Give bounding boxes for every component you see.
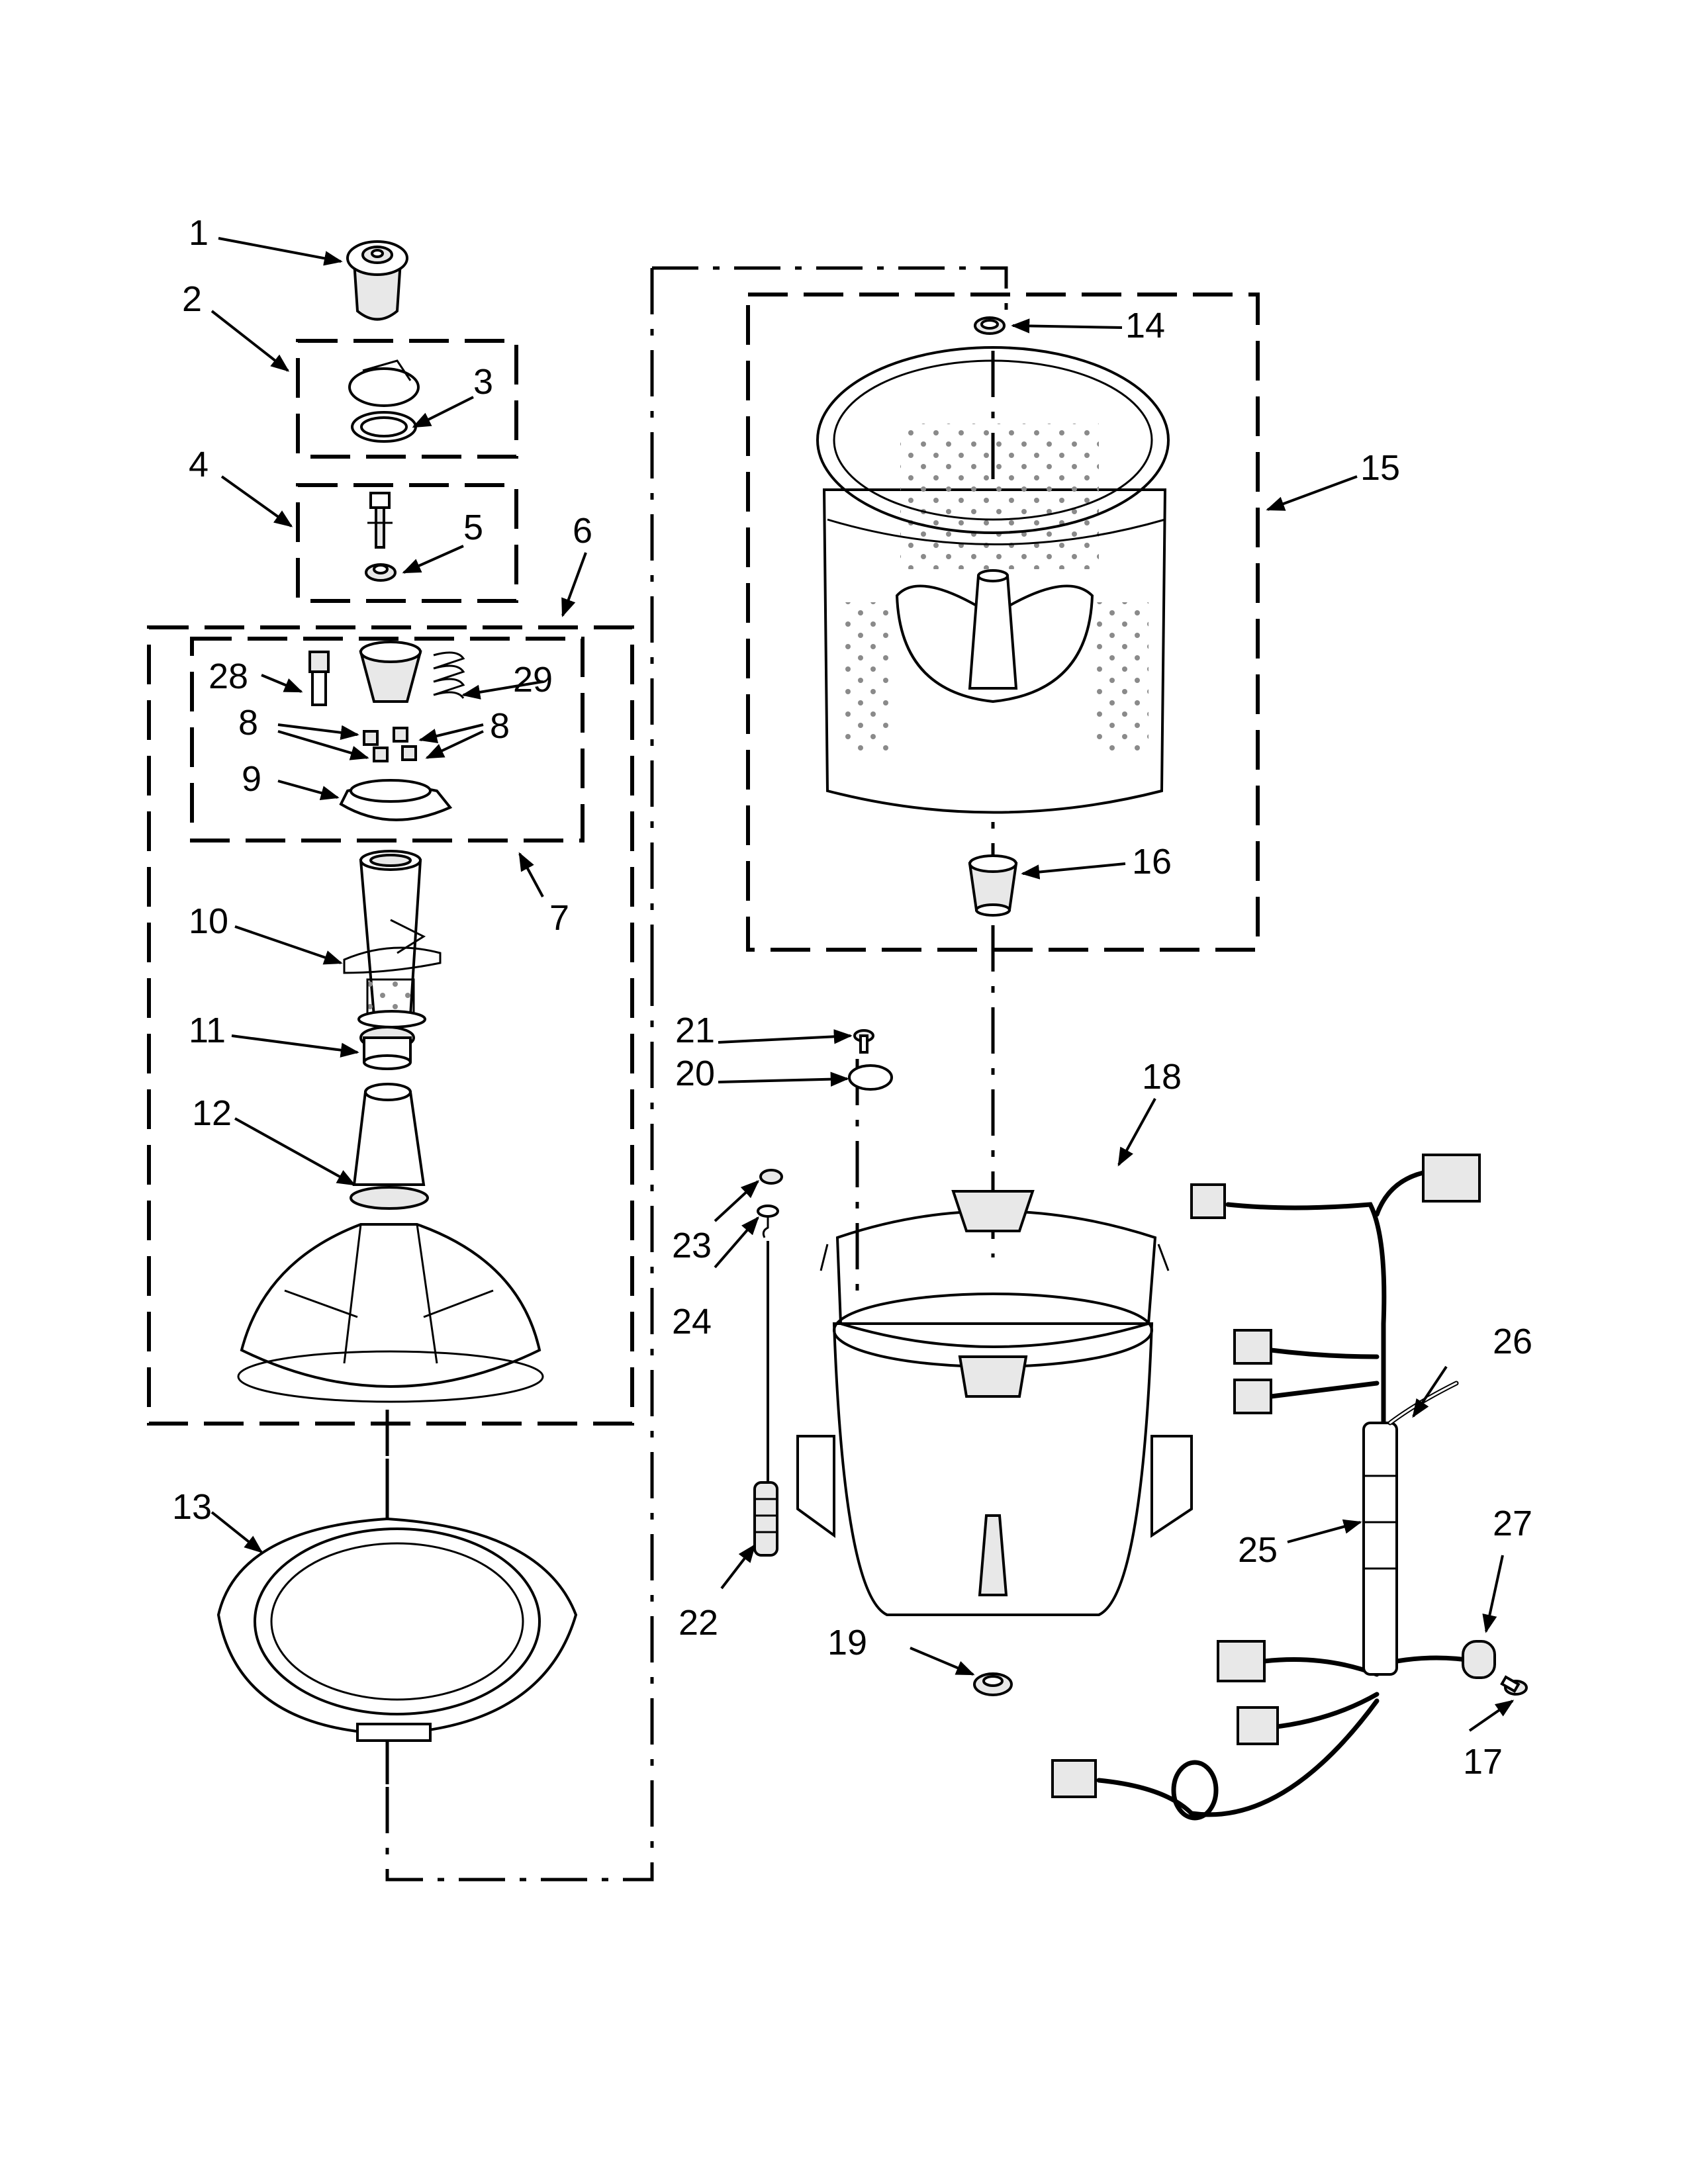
- group-boxes: [147, 293, 1260, 1426]
- callout-2: 2: [182, 279, 202, 319]
- part-24-hook[interactable]: [757, 1205, 779, 1238]
- callout-11: 11: [189, 1011, 226, 1050]
- part-4-bolt[interactable]: [367, 492, 393, 549]
- part-12-agitator-base[interactable]: [237, 1083, 544, 1403]
- callout-labels: 1 2 3 4 5 6 7 8 8 9 10 11 12 13 14 15 16…: [172, 213, 1532, 1782]
- callout-5: 5: [463, 508, 483, 547]
- part-17-screw[interactable]: [1500, 1675, 1528, 1696]
- part-25-wire-harness[interactable]: [1051, 1154, 1481, 1821]
- callout-26: 26: [1493, 1322, 1532, 1361]
- callout-4: 4: [189, 445, 209, 484]
- callout-7: 7: [549, 898, 569, 938]
- part-23-cap[interactable]: [759, 1169, 783, 1185]
- callout-13: 13: [172, 1487, 212, 1527]
- part-27-clamp[interactable]: [1462, 1640, 1496, 1679]
- part-14-nut[interactable]: [974, 316, 1006, 335]
- group-box-4: [296, 483, 518, 603]
- callout-9: 9: [242, 759, 261, 799]
- callout-14: 14: [1125, 306, 1165, 345]
- callout-15: 15: [1360, 448, 1400, 488]
- callout-21: 21: [675, 1011, 715, 1050]
- callout-29: 29: [513, 660, 553, 700]
- part-19-seal[interactable]: [973, 1672, 1013, 1696]
- callout-16: 16: [1132, 842, 1172, 882]
- part-15-basket[interactable]: [816, 346, 1170, 814]
- callout-3: 3: [473, 362, 493, 402]
- part-3-ring[interactable]: [351, 411, 417, 443]
- leader-arrows: [211, 237, 1515, 1732]
- callout-19: 19: [827, 1623, 867, 1662]
- callout-8-left: 8: [238, 703, 258, 743]
- group-box-7: [190, 637, 585, 842]
- group-box-15: [746, 293, 1260, 952]
- callout-1: 1: [189, 213, 209, 253]
- callout-23: 23: [672, 1226, 712, 1265]
- part-22-suspension-rod[interactable]: [753, 1241, 778, 1557]
- part-28-dog[interactable]: [308, 651, 330, 706]
- part-13-tub-ring[interactable]: [216, 1517, 578, 1742]
- callout-25: 25: [1238, 1530, 1278, 1570]
- callout-18: 18: [1142, 1057, 1182, 1097]
- part-9-retainer[interactable]: [339, 779, 453, 821]
- part-16-drive-hub[interactable]: [968, 854, 1018, 917]
- part-agitator-cap-center[interactable]: [359, 641, 422, 703]
- part-20-clip[interactable]: [848, 1064, 893, 1091]
- callout-6: 6: [573, 511, 592, 551]
- part-18-outer-tub[interactable]: [796, 1190, 1193, 1616]
- part-5-nut[interactable]: [365, 563, 397, 582]
- callout-24: 24: [672, 1302, 712, 1342]
- group-box-6: [147, 625, 634, 1426]
- callout-27: 27: [1493, 1504, 1532, 1543]
- part-21-screw[interactable]: [853, 1029, 874, 1054]
- part-1-cap[interactable]: [346, 240, 408, 321]
- callout-20: 20: [675, 1054, 715, 1093]
- part-10-auger[interactable]: [343, 850, 442, 1028]
- callout-17: 17: [1463, 1742, 1503, 1782]
- part-8-dogs[interactable]: [363, 727, 417, 762]
- callout-12: 12: [192, 1093, 232, 1133]
- part-2-cam[interactable]: [348, 359, 420, 407]
- callout-28: 28: [209, 657, 248, 696]
- callout-10: 10: [189, 901, 228, 941]
- callout-8-right: 8: [490, 706, 510, 746]
- part-29-spring[interactable]: [433, 651, 465, 699]
- callout-22: 22: [679, 1603, 718, 1643]
- part-11-clutch[interactable]: [359, 1026, 415, 1070]
